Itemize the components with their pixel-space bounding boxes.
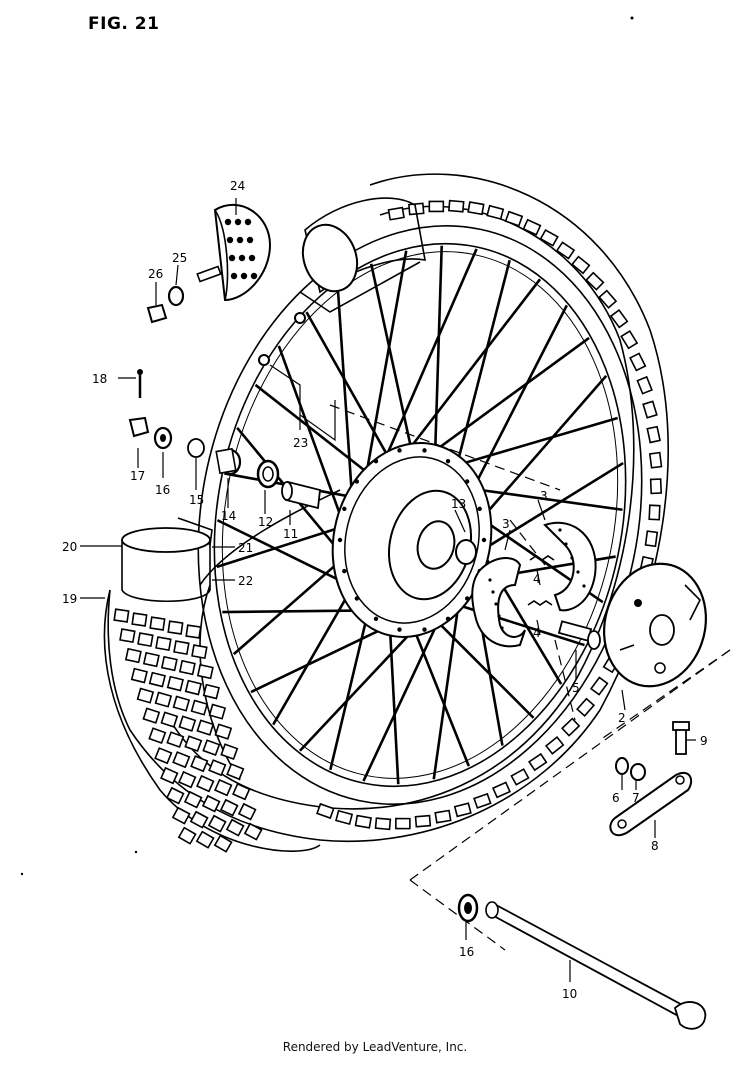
callout-15: 15 [189, 493, 204, 507]
callout-labels: 24 25 26 18 17 16 15 14 12 11 23 20 19 2… [62, 179, 708, 1001]
footer-credit: Rendered by LeadVenture, Inc. [282, 1040, 468, 1054]
callout-8: 8 [651, 839, 659, 853]
brake-springs [527, 555, 555, 606]
callout-19: 19 [62, 592, 77, 606]
callout-14: 14 [221, 509, 236, 523]
callout-4b: 4 [533, 626, 541, 640]
callout-6: 6 [612, 791, 620, 805]
brake-panel [603, 562, 707, 688]
callout-16a: 16 [155, 483, 170, 497]
assembly-lines [329, 404, 731, 951]
brake-shoes [471, 521, 597, 648]
callout-5: 5 [572, 681, 580, 695]
callout-9: 9 [700, 734, 708, 748]
callout-16b: 16 [459, 945, 474, 959]
callout-3b: 3 [502, 517, 510, 531]
callout-13: 13 [451, 497, 466, 511]
callout-20: 20 [62, 540, 77, 554]
callout-23: 23 [293, 436, 308, 450]
axle [457, 893, 707, 1030]
brake-arm-assembly [609, 721, 693, 837]
callout-10: 10 [562, 987, 577, 1001]
callout-24: 24 [230, 179, 245, 193]
callout-21: 21 [238, 541, 253, 555]
callout-18: 18 [92, 372, 107, 386]
callout-11: 11 [283, 527, 298, 541]
callout-26: 26 [148, 267, 163, 281]
speedometer-gearbox [146, 204, 306, 366]
callout-4a: 4 [533, 572, 541, 586]
tire-cross-section [103, 517, 321, 853]
callout-2: 2 [618, 711, 626, 725]
callout-7: 7 [632, 791, 640, 805]
callout-3a: 3 [540, 489, 548, 503]
tube-and-rim-band [199, 197, 426, 586]
figure-title: FIG. 21 [88, 14, 160, 34]
callout-25: 25 [172, 251, 187, 265]
callout-12: 12 [258, 515, 273, 529]
leader-lines [80, 198, 696, 982]
callout-17: 17 [130, 469, 145, 483]
hub-left-parts [128, 369, 321, 510]
callout-22: 22 [238, 574, 253, 588]
brake-cam [557, 620, 601, 650]
